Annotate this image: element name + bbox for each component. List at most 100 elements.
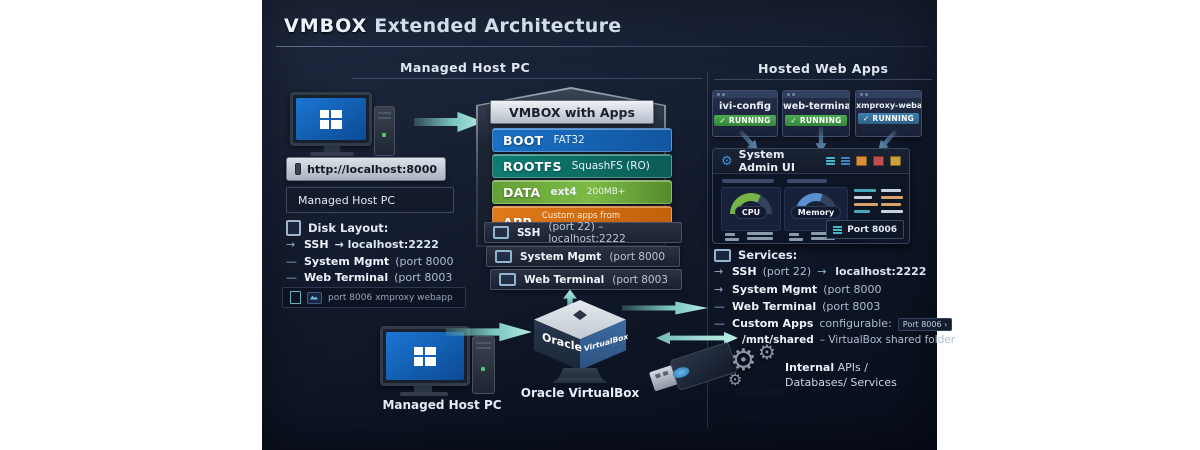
list-blue-icon <box>841 157 850 165</box>
windows-screen <box>296 98 366 140</box>
gears-base <box>732 386 788 397</box>
disk-item-webterm: — Web Terminal (port 8003 <box>286 271 452 284</box>
bullet: → <box>714 265 724 278</box>
cube-pedestal <box>558 368 602 379</box>
browser-icon <box>295 163 302 175</box>
disk-item-ssh: → SSH → localhost:2222 <box>286 238 439 251</box>
monitor-icon <box>714 248 731 262</box>
windows-logo-icon <box>320 109 342 129</box>
svc-item-sysmgmt: → System Mgmt (port 8000 <box>714 283 882 296</box>
vm-service-ssh: SSH (port 22) – localhost:2222 <box>484 220 682 245</box>
partition-boot: BOOT FAT32 <box>492 128 672 152</box>
host-pc-bottom-label: Managed Host PC <box>382 398 502 412</box>
admin-panel-header: ⚙ System Admin UI <box>713 148 909 174</box>
item-name: System Mgmt <box>304 255 390 268</box>
status-badge: ✓ RUNNING <box>857 113 920 124</box>
title-divider <box>276 46 927 47</box>
partition-detail: ext4 <box>550 186 577 198</box>
card-xmproxy-webapp: xmproxy-webapp ✓ RUNNING <box>855 90 922 137</box>
virtualbox-logo <box>573 310 587 320</box>
list-teal-icon <box>826 157 835 165</box>
monitor-base <box>310 152 354 156</box>
progress-pill <box>722 179 774 183</box>
services-heading: Services: <box>714 248 797 262</box>
gear-icon: ⚙ <box>758 340 776 364</box>
terminal-icon <box>290 291 301 304</box>
shared-path: /mnt/shared <box>742 334 814 346</box>
arrow-glyph: → <box>817 265 827 278</box>
port-8006-row: port 8006 xmproxy webapp <box>282 287 466 308</box>
gear-icon: ⚙ <box>730 343 757 378</box>
memory-label: Memory <box>790 206 842 219</box>
progress-pill <box>787 179 827 183</box>
red-widget-icon <box>873 156 884 166</box>
vm-service-webterm: Web Terminal (port 8003 <box>490 269 682 290</box>
item-name: SSH <box>732 265 757 278</box>
partition-name: ROOTFS <box>503 158 562 174</box>
partition-detail: SquashFS (RO) <box>571 160 650 172</box>
host-pc-monitor-icon <box>290 92 372 146</box>
partition-detail: Custom apps from <box>541 211 621 222</box>
bullet: → <box>714 283 724 296</box>
vmbox-title-bar: VMBOX with Apps <box>490 100 654 124</box>
port-lines-icon <box>833 225 843 234</box>
vm-service-sysmgmt: System Mgmt (port 8000 <box>486 246 680 267</box>
internal-rest: APIs / <box>837 361 868 374</box>
item-name: SSH <box>304 238 329 251</box>
cpu-label: CPU <box>734 206 768 219</box>
svc-item-ssh: → SSH (port 22) → localhost:2222 <box>714 265 926 278</box>
card-web-terminal: web-terminal ✓ RUNNING <box>782 90 850 137</box>
webapp-icon <box>307 291 322 304</box>
section-line-left <box>352 78 702 79</box>
virtualbox-label: Oracle VirtualBox <box>520 386 640 400</box>
monitor-stand <box>414 385 432 392</box>
usb-drive-icon <box>647 341 739 396</box>
url-bar: http://localhost:8000 <box>286 157 446 181</box>
item-name: Web Terminal <box>732 300 817 313</box>
port-chip: Port 8006 › <box>897 318 953 331</box>
service-detail: (port 22) – localhost:2222 <box>548 220 626 245</box>
port-8006-text: port 8006 xmproxy webapp <box>328 292 453 303</box>
section-header-left: Managed Host PC <box>400 60 531 75</box>
status-badge: ✓ RUNNING <box>785 115 847 126</box>
service-name: System Mgmt <box>520 250 602 263</box>
item-detail: (port 8003 <box>394 271 453 284</box>
card-ivi-config: ivi-config ✓ RUNNING <box>712 90 778 137</box>
internal-apis-line1: Internal APIs / <box>785 361 868 374</box>
item-detail: (port 8000 <box>823 283 882 296</box>
partition-name: BOOT <box>503 132 544 148</box>
status-badge: ✓ RUNNING <box>714 115 776 126</box>
host-label-box: Managed Host PC <box>286 187 454 213</box>
service-name: Web Terminal <box>524 273 605 286</box>
item-name: System Mgmt <box>732 283 818 296</box>
windows-logo-icon <box>414 346 436 366</box>
monitor-icon <box>499 273 516 286</box>
services-title: Services: <box>738 248 798 262</box>
monitor-stand <box>324 145 340 152</box>
host-pc-bottom-monitor-icon <box>380 326 470 386</box>
bullet: — <box>286 255 297 268</box>
orange-widget-icon <box>856 156 867 166</box>
arrow-host-to-vmbox <box>414 111 484 133</box>
host-pc-bottom-tower-icon <box>472 336 495 394</box>
item-detail: (port 8003 <box>822 300 881 313</box>
card-name: web-terminal <box>783 101 849 112</box>
disk-layout-title: Disk Layout: <box>308 221 389 235</box>
partition-detail: FAT32 <box>553 134 585 146</box>
service-detail: (port 8003 <box>612 273 668 286</box>
virtualbox-cube-icon: Oracle VirtualBox <box>534 300 628 370</box>
monitor-icon <box>493 226 509 239</box>
cube-pedestal-base <box>552 378 608 383</box>
host-label-text: Managed Host PC <box>298 193 396 207</box>
card-name: ivi-config <box>718 101 771 112</box>
card-name: xmproxy-webapp <box>856 101 921 110</box>
gear-icon: ⚙ <box>721 153 733 169</box>
arrow-cube-to-services <box>622 301 708 315</box>
disk-item-sysmgmt: — System Mgmt (port 8000 <box>286 255 454 268</box>
shared-detail: – VirtualBox shared folder <box>819 334 956 346</box>
monitor-icon <box>495 250 512 263</box>
svc-item-webterm: — Web Terminal (port 8003 <box>714 300 880 313</box>
windows-screen <box>386 332 464 380</box>
